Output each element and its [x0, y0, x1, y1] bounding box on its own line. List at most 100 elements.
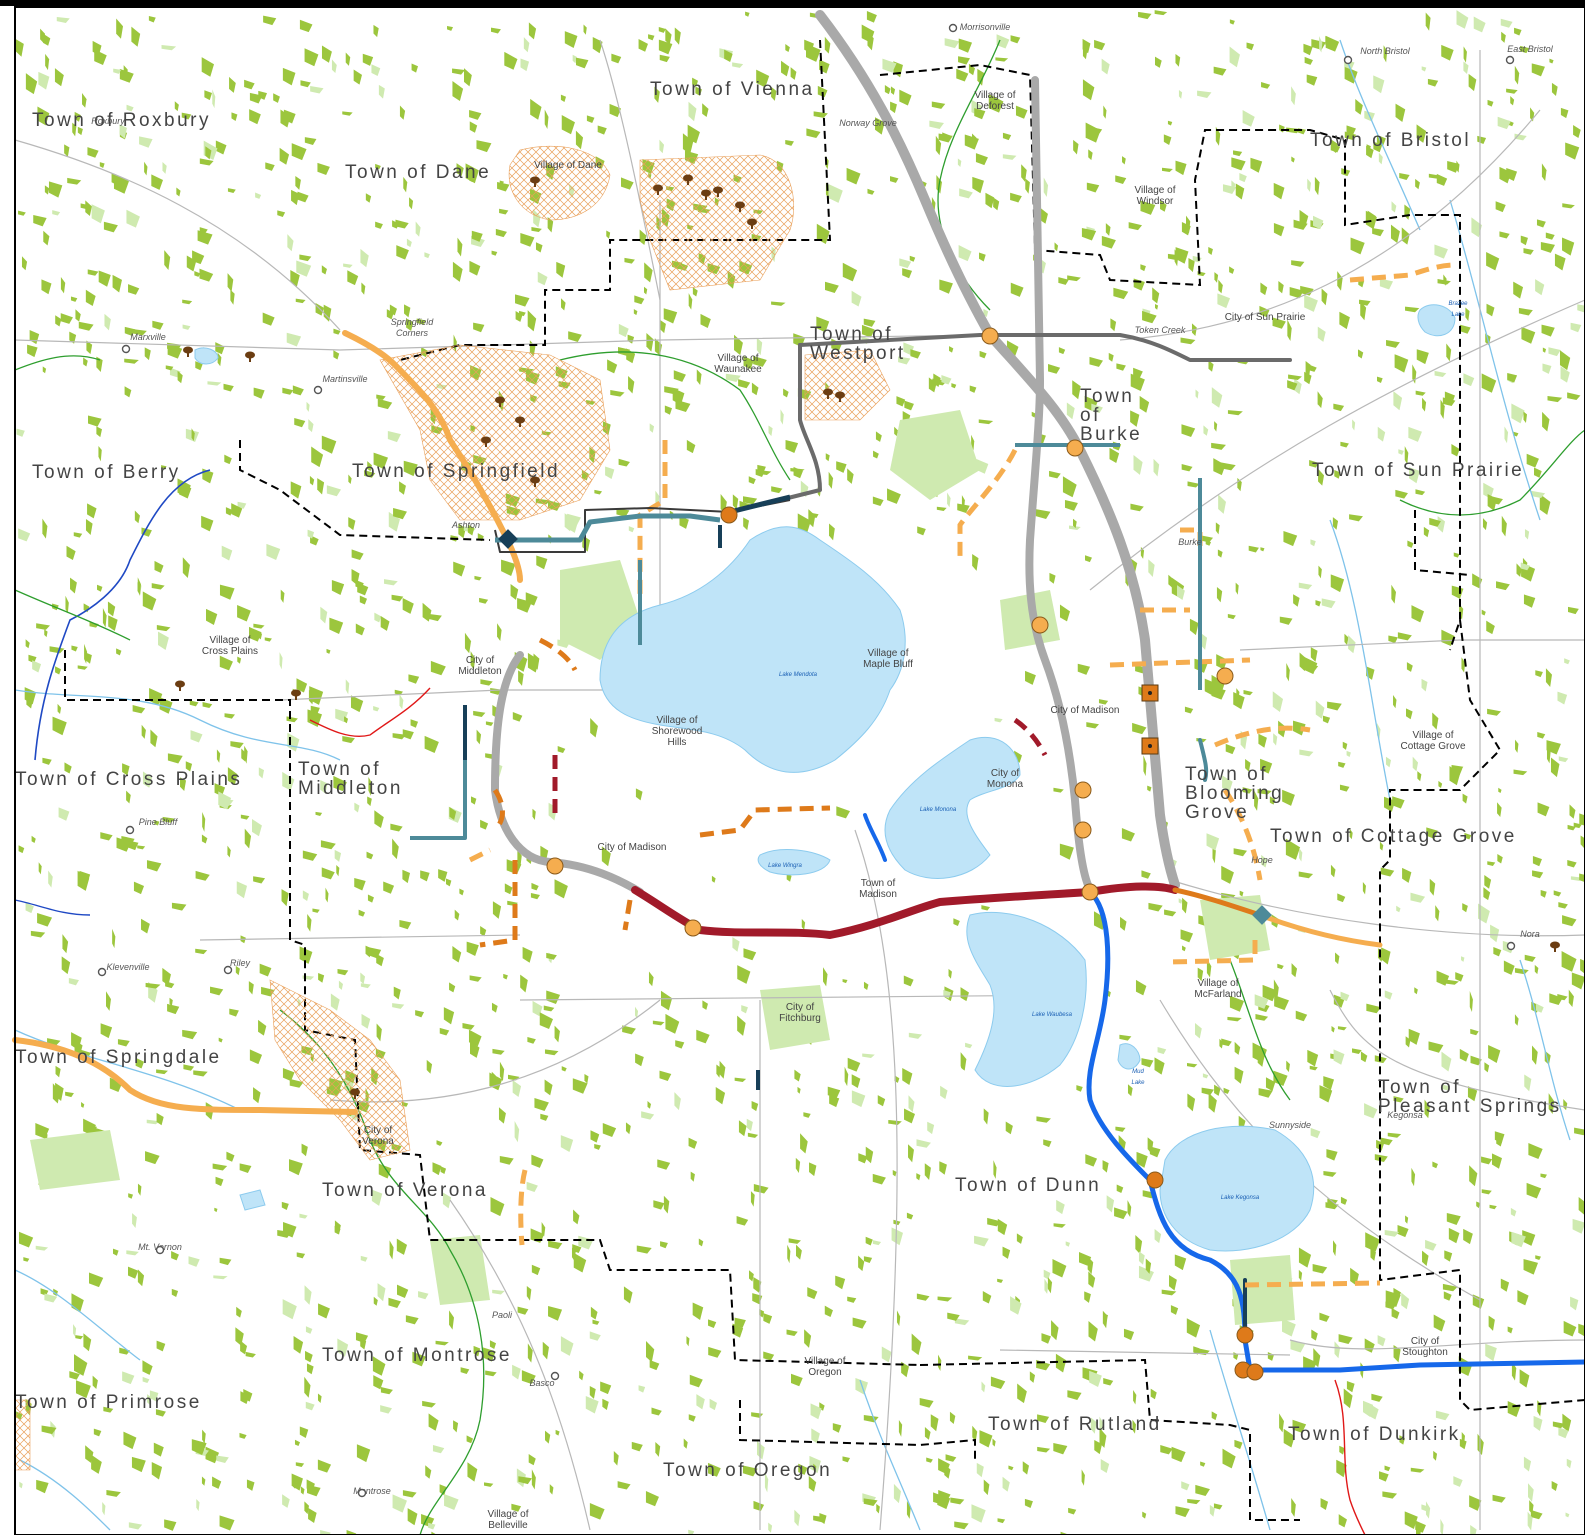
green-space-patch: [908, 1095, 915, 1112]
green-space-patch: [296, 260, 312, 277]
green-space-patch: [594, 1143, 601, 1150]
green-space-patch: [560, 1135, 574, 1153]
green-space-patch: [1549, 993, 1563, 1006]
green-space-patch: [724, 49, 733, 62]
green-space-patch: [1167, 120, 1173, 126]
interchange-node[interactable]: [1074, 821, 1092, 839]
green-space-patch: [753, 1500, 765, 1512]
green-space-patch: [171, 1251, 179, 1261]
green-space-patch: [828, 471, 834, 489]
green-space-patch: [210, 986, 224, 996]
place-label: Basco: [529, 1378, 554, 1388]
green-space-patch: [1411, 605, 1425, 623]
interchange-diamond[interactable]: [498, 529, 518, 549]
green-space-patch: [1444, 979, 1459, 985]
hatched-area-dane-east: [639, 154, 795, 291]
place-label: Pine Bluff: [139, 817, 179, 827]
green-space-patch: [74, 1039, 83, 1055]
green-space-patch: [1282, 789, 1295, 806]
green-space-patch: [1171, 1446, 1186, 1463]
green-space-patch: [525, 592, 538, 606]
green-space-patch: [1349, 828, 1353, 840]
green-space-patch: [1551, 1480, 1558, 1492]
green-space-patch: [1273, 733, 1278, 746]
green-space-patch: [532, 808, 536, 820]
interchange-node[interactable]: [1236, 1326, 1254, 1344]
green-space-patch: [415, 221, 421, 237]
green-space-patch: [402, 869, 411, 884]
green-space-patch: [231, 503, 243, 518]
green-space-patch: [205, 146, 212, 160]
green-space-patch: [1481, 373, 1497, 393]
green-space-patch: [337, 1338, 349, 1357]
interchange-node[interactable]: [1216, 667, 1234, 685]
green-space-patch: [1348, 635, 1356, 654]
interchange-node[interactable]: [720, 506, 738, 524]
interchange-node[interactable]: [981, 327, 999, 345]
green-space-patch: [49, 646, 65, 654]
interchange-node[interactable]: [1031, 616, 1049, 634]
green-space-patch: [757, 464, 766, 474]
green-space-patch: [296, 678, 308, 693]
green-space-patch: [230, 289, 235, 305]
green-space-patch: [1549, 58, 1554, 64]
interchange-node[interactable]: [1074, 781, 1092, 799]
green-space-patch: [572, 1078, 588, 1094]
dashed-corridor: [468, 847, 492, 863]
green-space-patch: [858, 1153, 868, 1164]
green-space-patch: [1490, 924, 1500, 943]
green-space-patch: [609, 103, 622, 118]
green-space-patch: [1227, 614, 1236, 620]
green-space-patch: [1442, 1084, 1451, 1091]
green-space-patch: [965, 1042, 973, 1049]
green-space-patch: [1402, 867, 1412, 883]
interchange-node[interactable]: [1081, 883, 1099, 901]
interchange-diamond[interactable]: [1252, 905, 1272, 925]
green-space-patch: [1460, 324, 1471, 334]
green-space-patch: [1010, 35, 1021, 44]
green-space-patch: [40, 28, 46, 43]
interchange-node[interactable]: [546, 857, 564, 875]
green-space-patch: [75, 309, 81, 322]
green-space-patch: [1539, 493, 1551, 515]
green-space-patch: [674, 1092, 681, 1111]
green-space-patch: [512, 712, 523, 722]
green-space-patch: [1390, 224, 1400, 244]
place-label: Martinsville: [322, 374, 367, 384]
green-space-patch: [376, 394, 386, 400]
green-space-patch: [1319, 1312, 1330, 1322]
town-label: Town of Springdale: [15, 1047, 222, 1068]
green-space-patch: [1514, 967, 1529, 975]
interchange-node[interactable]: [1146, 1171, 1164, 1189]
municipal-boundary: [64, 650, 921, 1366]
green-space-patch: [1315, 600, 1321, 607]
green-space-patch: [690, 1171, 695, 1182]
interchange-node[interactable]: [1246, 1363, 1264, 1381]
green-space-patch: [236, 881, 248, 899]
green-space-patch: [829, 523, 835, 541]
green-space-patch: [825, 281, 839, 293]
green-space-patch: [60, 313, 73, 324]
green-space-patch: [158, 631, 169, 651]
green-space-patch: [1427, 78, 1439, 87]
green-space-patch: [1432, 1161, 1438, 1169]
green-space-patch: [847, 1296, 857, 1303]
green-space-patch: [1432, 712, 1439, 730]
green-space-patch: [307, 709, 322, 727]
green-space-patch: [126, 1250, 139, 1256]
green-space-patch: [573, 1209, 580, 1225]
green-space-patch: [1338, 761, 1346, 768]
green-space-patch: [96, 356, 103, 372]
interchange-node[interactable]: [1066, 439, 1084, 457]
green-space-patch: [1323, 1171, 1337, 1177]
green-space-patch: [1089, 356, 1103, 367]
green-space-patch: [27, 344, 38, 358]
place-marker: [155, 1245, 165, 1255]
green-space-patch: [85, 1445, 94, 1463]
green-space-patch: [1155, 304, 1159, 310]
green-space-patch: [1371, 1393, 1383, 1402]
interchange-node[interactable]: [684, 919, 702, 937]
